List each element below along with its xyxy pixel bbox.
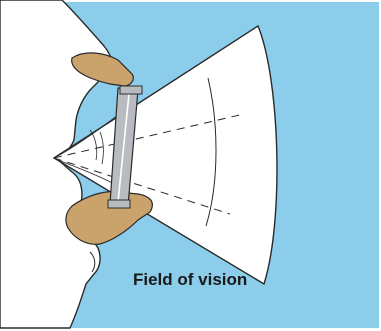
figure-caption: Field of vision [133,270,247,290]
lens-top-clip [120,86,142,94]
lens-bottom-clip [108,200,130,208]
